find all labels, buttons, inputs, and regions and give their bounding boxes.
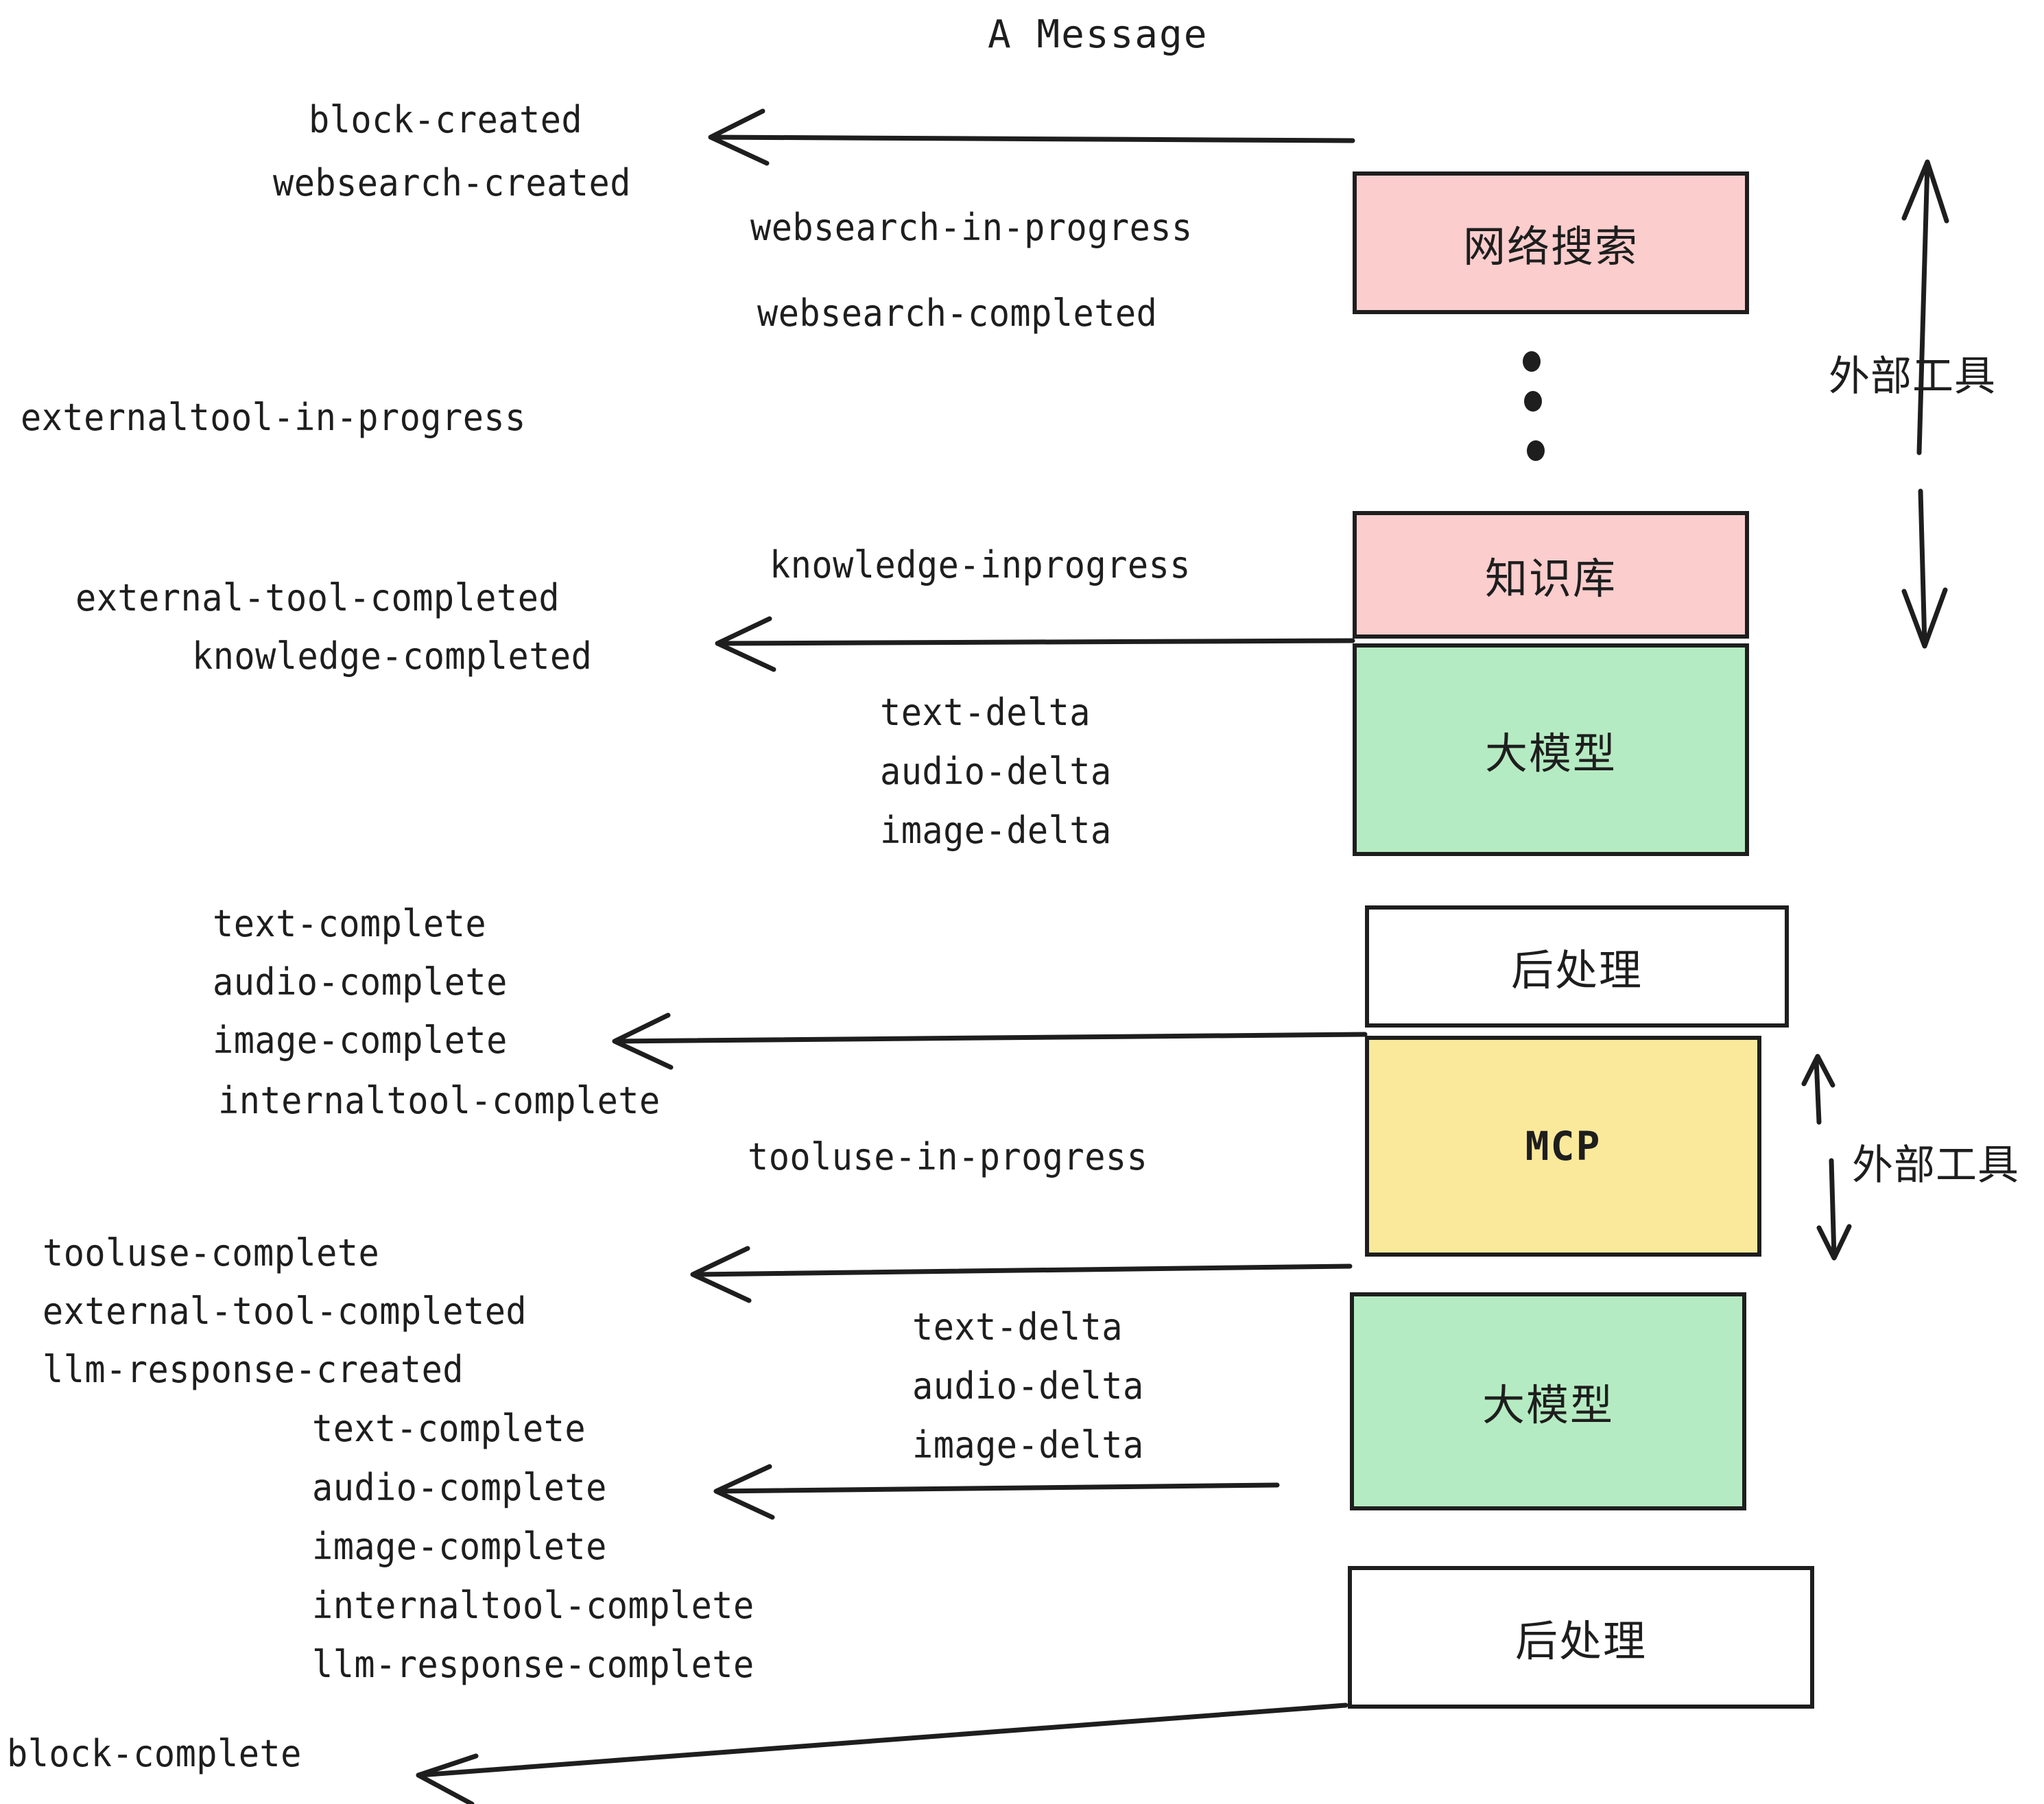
- event-llm-response-complete: llm-response-complete: [312, 1643, 754, 1686]
- event-external-tool-completed-1: external-tool-completed: [75, 576, 560, 619]
- event-external-tool-completed-2: external-tool-completed: [43, 1290, 527, 1333]
- event-knowledge-completed: knowledge-completed: [192, 634, 593, 678]
- page-title: A Message: [988, 12, 1209, 57]
- event-image-complete-2: image-complete: [312, 1525, 607, 1568]
- event-image-delta-2: image-delta: [912, 1423, 1144, 1467]
- arrow-postprocess-to-block-complete: [416, 1702, 1348, 1804]
- ellipsis-dot: [1527, 440, 1545, 461]
- event-internaltool-complete-1: internaltool-complete: [218, 1079, 661, 1122]
- event-websearch-completed: websearch-completed: [757, 292, 1158, 335]
- arrow-llm-to-audio-complete: [713, 1464, 1280, 1520]
- postprocess-box-bottom: 后处理: [1348, 1566, 1814, 1709]
- ellipsis-dot: [1523, 351, 1541, 372]
- mcp-box: MCP: [1365, 1036, 1761, 1257]
- external-tool-range-arrow-top: [1901, 159, 1949, 649]
- ellipsis-dot: [1524, 391, 1542, 412]
- websearch-box-label: 网络搜索: [1462, 222, 1639, 272]
- postprocess-box-top: 后处理: [1365, 905, 1789, 1028]
- postprocess-box-top-label: 后处理: [1510, 945, 1643, 995]
- event-tooluse-in-progress: tooluse-in-progress: [748, 1135, 1148, 1178]
- external-tool-annotation-top: 外部工具: [1829, 353, 1996, 401]
- event-websearch-in-progress: websearch-in-progress: [750, 206, 1193, 249]
- event-websearch-created: websearch-created: [273, 161, 631, 204]
- event-text-delta-1: text-delta: [880, 691, 1091, 734]
- event-audio-complete-2: audio-complete: [312, 1466, 607, 1509]
- event-audio-delta-1: audio-delta: [880, 750, 1112, 793]
- external-tool-annotation-bottom: 外部工具: [1852, 1141, 2019, 1189]
- event-block-complete: block-complete: [7, 1732, 302, 1775]
- event-externaltool-in-progress: externaltool-in-progress: [21, 396, 526, 439]
- arrow-knowledge-to-completed: [715, 616, 1355, 672]
- event-text-complete-2: text-complete: [312, 1407, 586, 1450]
- llm-box-bottom-label: 大模型: [1482, 1380, 1614, 1430]
- event-image-delta-1: image-delta: [880, 809, 1112, 852]
- arrow-mcp-to-tooluse-complete: [690, 1246, 1353, 1303]
- event-audio-delta-2: audio-delta: [912, 1364, 1144, 1408]
- event-block-created: block-created: [309, 98, 583, 141]
- event-internaltool-complete-2: internaltool-complete: [312, 1584, 754, 1627]
- postprocess-box-bottom-label: 后处理: [1514, 1616, 1647, 1666]
- event-llm-response-created: llm-response-created: [43, 1348, 464, 1391]
- knowledge-box: 知识库: [1353, 511, 1749, 639]
- event-text-complete-1: text-complete: [213, 902, 487, 945]
- event-audio-complete-1: audio-complete: [213, 960, 508, 1004]
- llm-box-top: 大模型: [1353, 643, 1749, 856]
- llm-box-bottom: 大模型: [1350, 1292, 1746, 1510]
- arrow-websearch-to-created: [708, 108, 1355, 166]
- external-tool-range-arrow-bottom: [1801, 1054, 1852, 1261]
- mcp-box-label: MCP: [1525, 1123, 1602, 1170]
- event-image-complete-1: image-complete: [213, 1019, 508, 1062]
- event-knowledge-inprogress: knowledge-inprogress: [770, 543, 1191, 586]
- knowledge-box-label: 知识库: [1484, 554, 1617, 604]
- event-tooluse-complete: tooluse-complete: [43, 1231, 380, 1274]
- websearch-box: 网络搜索: [1353, 171, 1749, 314]
- llm-box-top-label: 大模型: [1484, 728, 1617, 779]
- event-text-delta-2: text-delta: [912, 1305, 1124, 1349]
- arrow-llm-to-image-complete: [612, 1012, 1368, 1070]
